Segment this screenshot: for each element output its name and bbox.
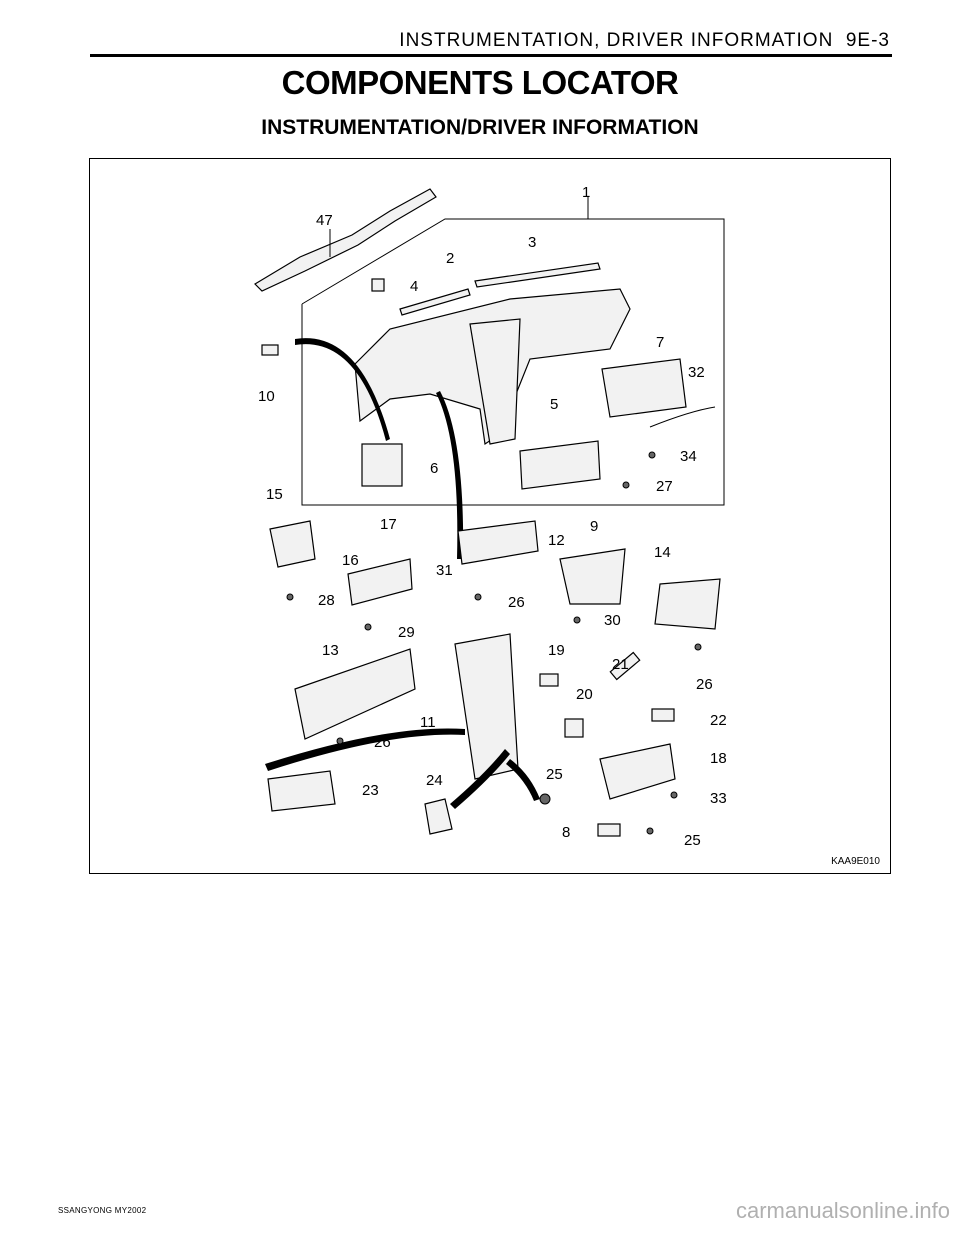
callout-34: 34	[680, 448, 697, 465]
callout-9: 9	[590, 518, 598, 535]
callout-5: 5	[550, 396, 558, 413]
callout-24: 24	[426, 772, 443, 789]
callout-15: 15	[266, 486, 283, 503]
screw-group	[286, 451, 702, 835]
callout-7: 7	[656, 334, 664, 351]
figure-code: KAA9E010	[831, 856, 880, 867]
callout-14: 14	[654, 544, 671, 561]
callout-18: 18	[710, 750, 727, 767]
part-defroster-grille-right	[474, 262, 601, 288]
part-glove-box	[599, 743, 676, 800]
callout-21: 21	[612, 656, 629, 673]
callout-26: 26	[696, 676, 713, 693]
page-subtitle: INSTRUMENTATION/DRIVER INFORMATION	[261, 116, 699, 139]
part-pin	[609, 651, 641, 681]
sweep-arc	[295, 338, 390, 441]
part-cluster-hood	[601, 358, 687, 418]
callout-29: 29	[398, 624, 415, 641]
callout-6: 6	[430, 460, 438, 477]
part-bracket	[564, 718, 584, 738]
screw	[648, 451, 656, 459]
sweep-arc	[265, 728, 465, 771]
callout-2: 2	[446, 250, 454, 267]
screw	[622, 481, 630, 489]
callout-17: 17	[380, 516, 397, 533]
callout-31: 31	[436, 562, 453, 579]
part-lower-panel	[559, 548, 626, 605]
callout-30: 30	[604, 612, 621, 629]
callout-47: 47	[316, 212, 333, 229]
dashboard-bracket	[301, 218, 725, 506]
part-center-console	[454, 633, 519, 780]
callout-19: 19	[548, 642, 565, 659]
part-ashtray	[267, 770, 336, 812]
footer-model: SSANGYONG MY2002	[58, 1206, 147, 1215]
screw	[336, 737, 344, 745]
callout-25: 25	[546, 766, 563, 783]
callout-11: 11	[420, 714, 436, 731]
part-cap	[261, 344, 279, 356]
callout-8: 8	[562, 824, 570, 841]
header-rule	[90, 54, 892, 57]
part-cap-small	[651, 708, 675, 722]
callout-10: 10	[258, 388, 275, 405]
page-number: 9E-3	[845, 30, 890, 51]
part-clip	[539, 673, 559, 687]
part-lighter	[539, 793, 551, 805]
part-knee-panel	[654, 578, 721, 630]
callout-27: 27	[656, 478, 673, 495]
section-header: INSTRUMENTATION, DRIVER INFORMATION 9E-3	[399, 30, 890, 52]
part-multifunction-switch	[269, 520, 316, 568]
part-bezel	[347, 558, 413, 606]
callout-28: 28	[318, 592, 335, 609]
callout-16: 16	[342, 552, 359, 569]
screw	[646, 827, 654, 835]
screw	[474, 593, 482, 601]
part-cross-beam	[254, 188, 437, 292]
screw	[286, 593, 294, 601]
screw	[364, 623, 372, 631]
part-defroster-grille-left	[399, 288, 471, 316]
callout-20: 20	[576, 686, 593, 703]
callout-3: 3	[528, 234, 536, 251]
screw	[670, 791, 678, 799]
callout-25: 25	[684, 832, 701, 849]
page-title: COMPONENTS LOCATOR	[281, 64, 679, 101]
part-sensor	[371, 278, 385, 292]
part-center-stack	[469, 318, 521, 445]
callout-22: 22	[710, 712, 727, 729]
callout-23: 23	[362, 782, 379, 799]
screw	[694, 643, 702, 651]
part-side-vent	[361, 443, 403, 487]
screw	[573, 616, 581, 624]
watermark-text: carmanualsonline.info	[735, 1198, 950, 1223]
callout-1: 1	[582, 184, 590, 201]
callout-12: 12	[548, 532, 565, 549]
part-center-vents	[519, 440, 601, 490]
part-plate	[597, 823, 621, 837]
part-trim-strip	[649, 406, 716, 428]
sweep-arc	[450, 749, 510, 809]
sweep-arc	[506, 759, 540, 801]
callout-33: 33	[710, 790, 727, 807]
callout-26: 26	[508, 594, 525, 611]
callout-26: 26	[374, 734, 391, 751]
part-lower-trim	[294, 648, 416, 740]
callout-4: 4	[410, 278, 418, 295]
part-tray	[424, 798, 453, 835]
part-cluster-cover	[457, 520, 539, 565]
section-title: INSTRUMENTATION, DRIVER INFORMATION	[399, 30, 834, 51]
callout-32: 32	[688, 364, 705, 381]
callout-13: 13	[322, 642, 339, 659]
